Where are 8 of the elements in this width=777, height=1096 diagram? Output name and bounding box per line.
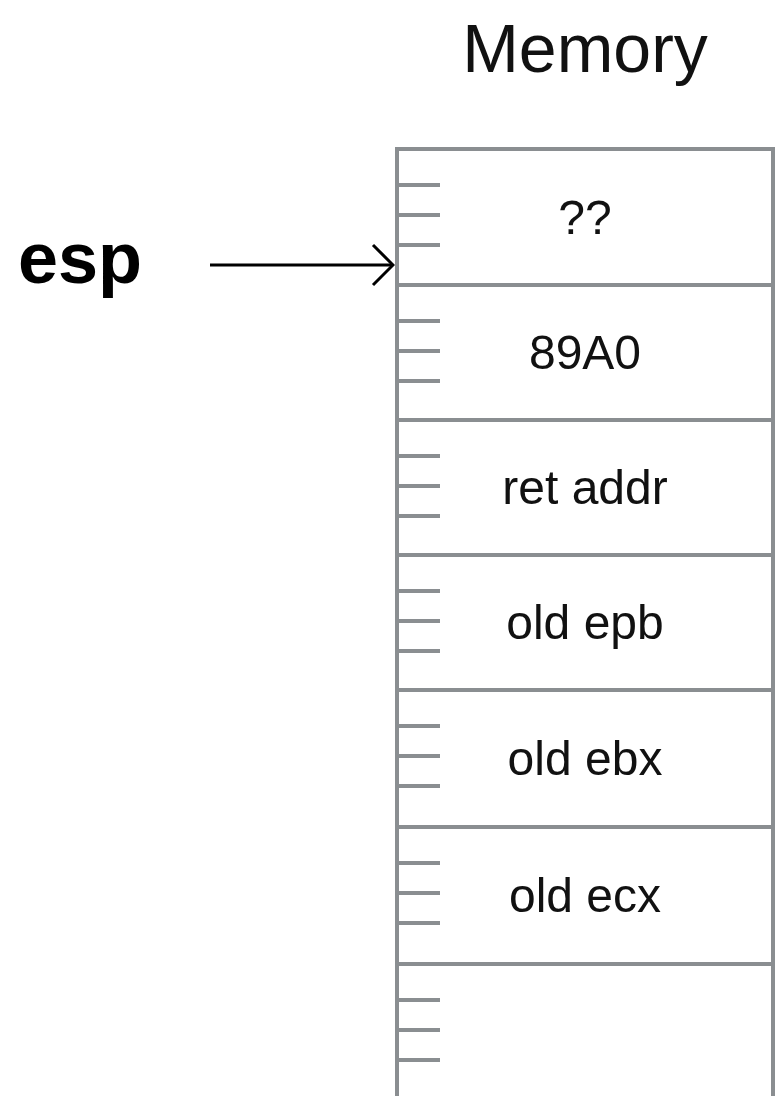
cell-value: ?? bbox=[558, 189, 612, 245]
cell-value: old ebx bbox=[507, 731, 663, 786]
cell-value: old epb bbox=[506, 595, 664, 650]
cell-value: ret addr bbox=[502, 460, 668, 515]
diagram-title: Memory bbox=[461, 9, 709, 88]
cell-value: 89A0 bbox=[528, 325, 642, 380]
arrow bbox=[210, 243, 395, 287]
cell-value: old ecx bbox=[508, 868, 662, 923]
